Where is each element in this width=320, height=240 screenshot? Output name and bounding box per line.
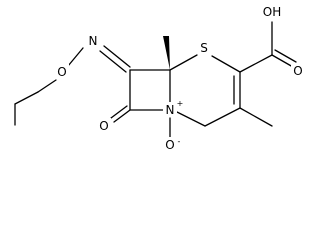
bond-propyl-1 (14, 91, 39, 105)
atom-label-s-ring: S (200, 41, 208, 55)
bond-ch2-n (176, 111, 206, 127)
atom-label-oh: OH (263, 5, 281, 19)
charge-plus: + (177, 99, 184, 108)
atom-label-o-oxide: O (165, 138, 174, 152)
atom-label-n-oxime: N (89, 34, 98, 48)
atom-label-o-lactam: O (99, 119, 108, 133)
atom-label-o-ether: O (57, 65, 66, 79)
bond-c8-o-1 (113, 109, 131, 123)
bond-s-c3 (211, 55, 241, 73)
stereo-wedge-bond (163, 36, 170, 70)
bond-c4-ch2 (204, 107, 241, 127)
bond-n-c-oxime-2 (99, 50, 127, 73)
bond-c6-s (169, 54, 198, 71)
atom-label-o-carbonyl: O (293, 64, 302, 78)
bond-c3-cooh (239, 54, 273, 73)
bond-cooh-o-1 (271, 54, 294, 68)
charge-minus: - (178, 137, 181, 146)
bond-propyl-2 (37, 79, 57, 93)
bond-c4-methyl (239, 107, 273, 127)
bond-o-n (67, 47, 84, 67)
bond-c8-o-2 (110, 105, 128, 119)
atom-label-n-ring: N (166, 103, 175, 117)
bond-cooh-o-2 (274, 49, 297, 63)
atom-labels: N O O N + O - S OH O (55, 4, 305, 152)
bonds (14, 21, 297, 139)
molecule-structure: N O O N + O - S OH O (14, 4, 305, 152)
bond-n-c-oxime-1 (103, 45, 131, 68)
